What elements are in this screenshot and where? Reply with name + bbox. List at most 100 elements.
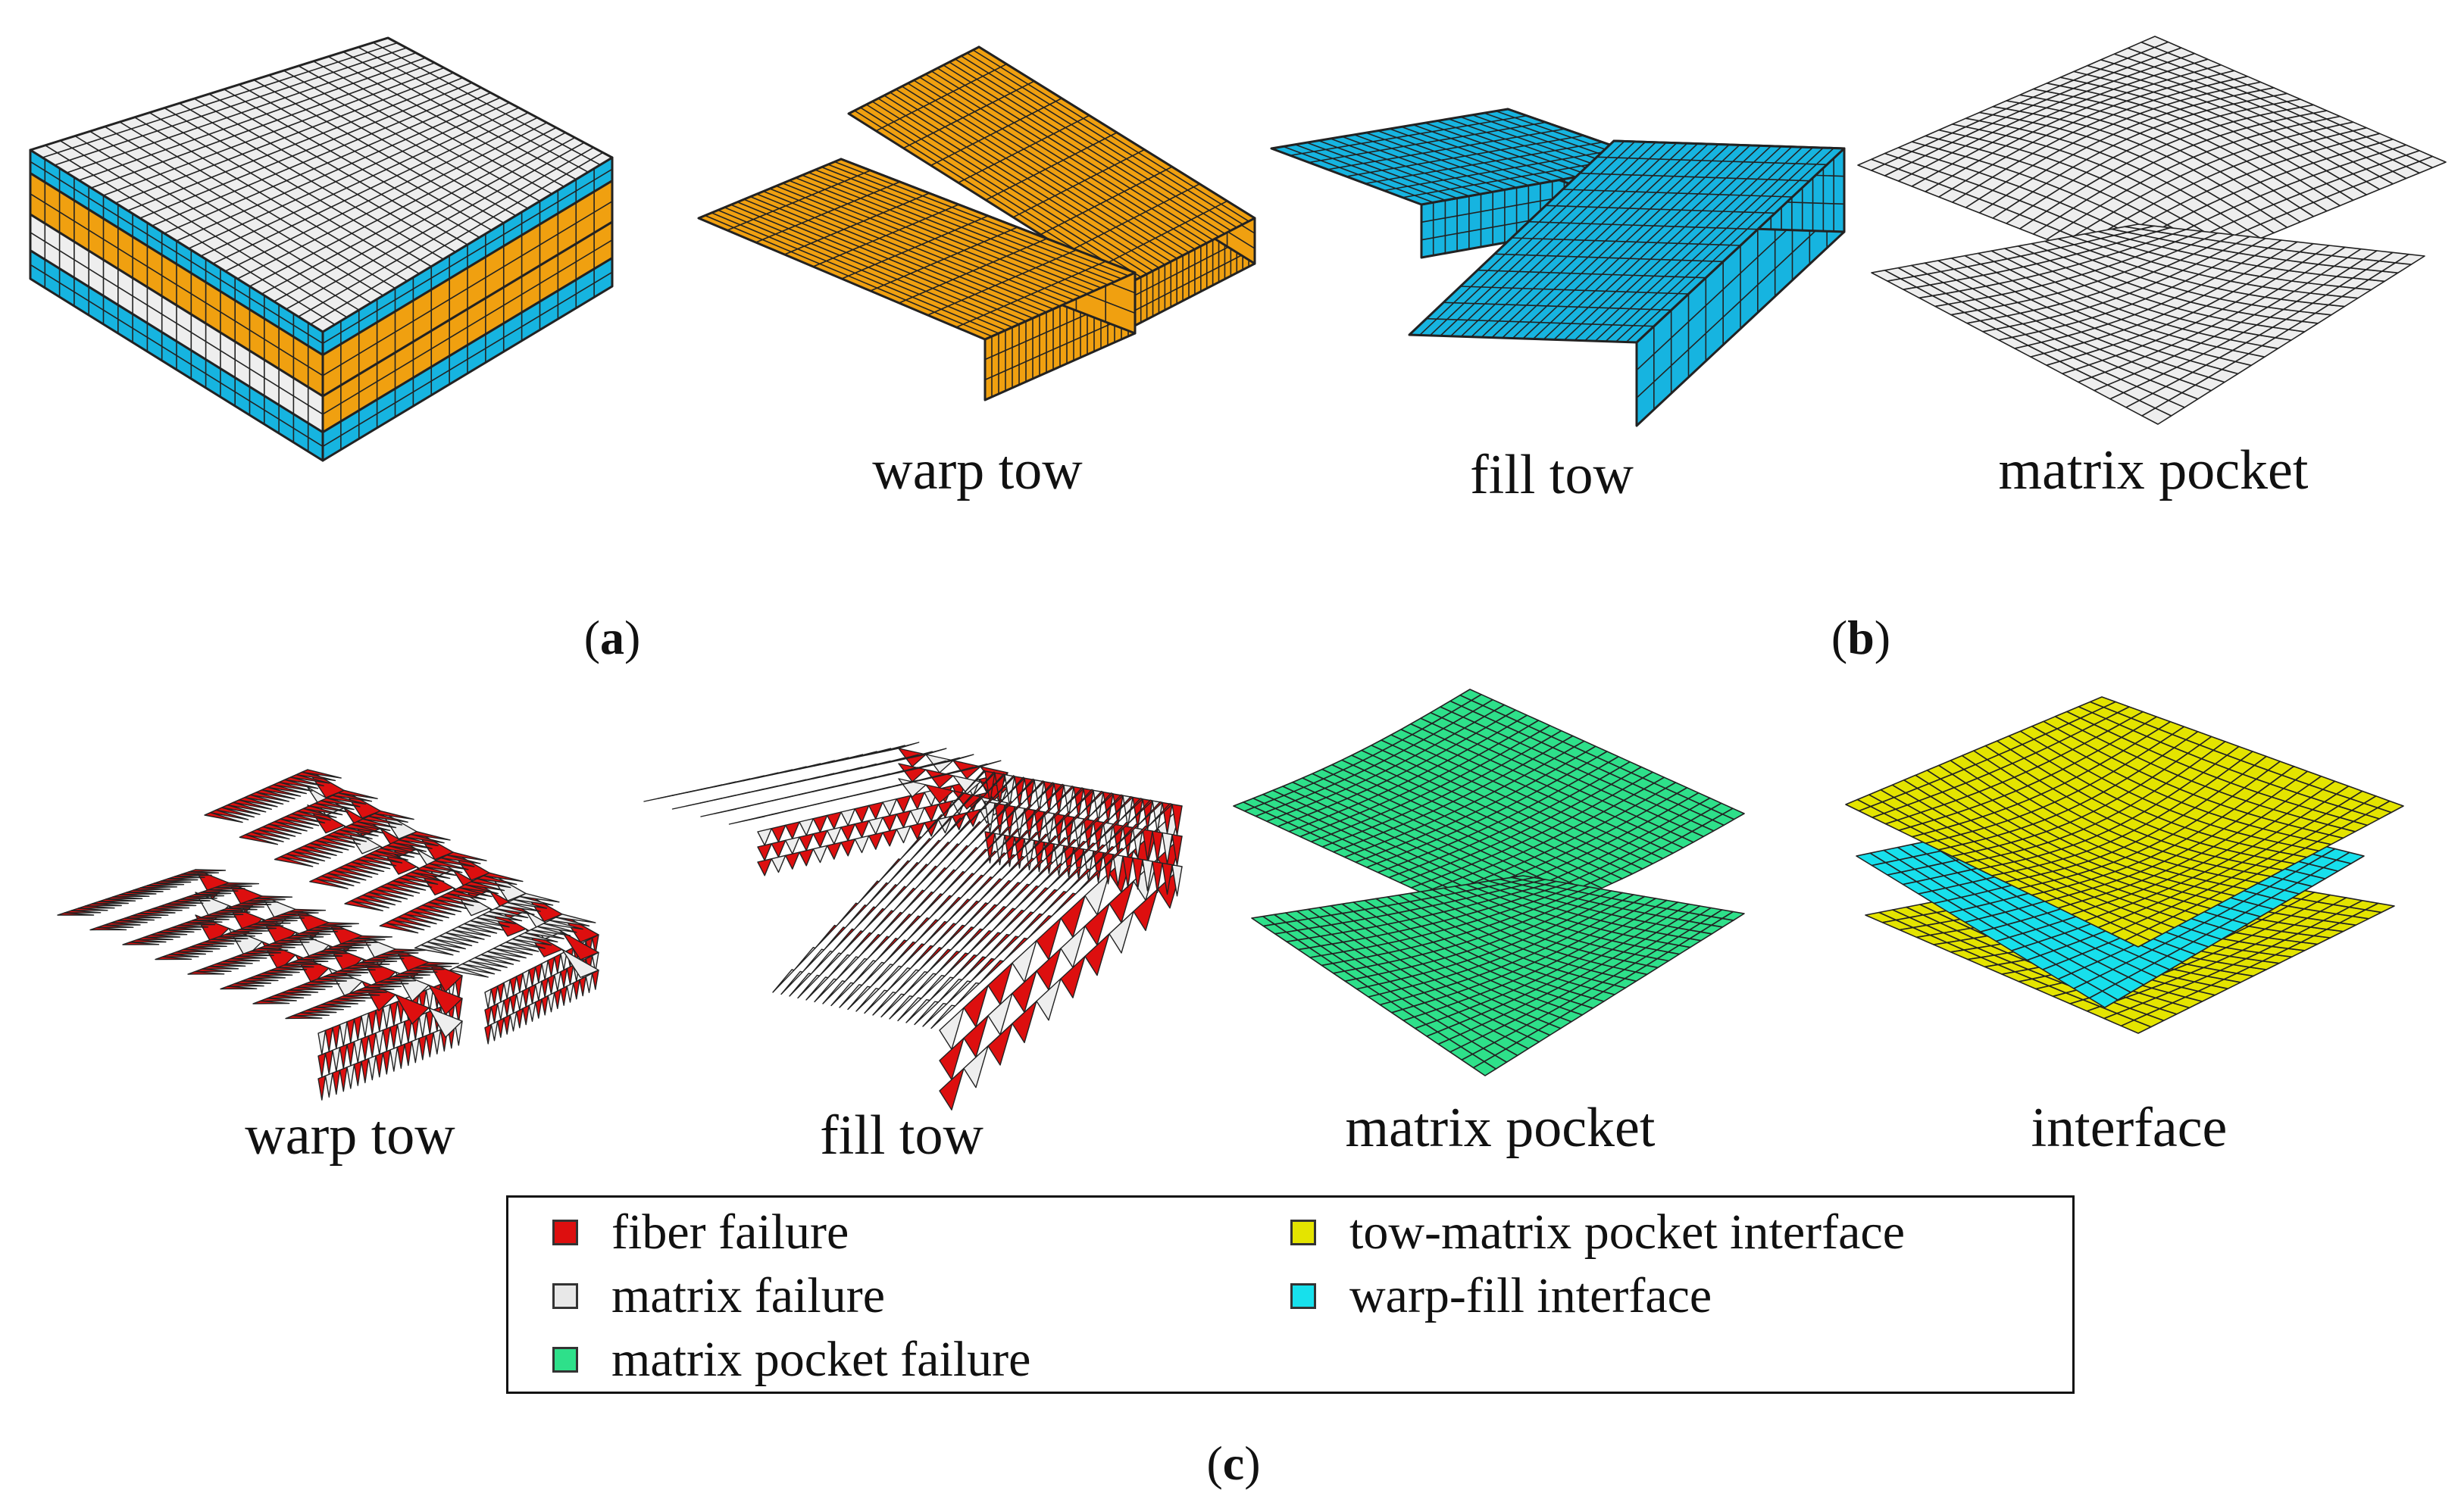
warp-tow-failure-front-marker <box>280 911 319 915</box>
warp-tow-failure-front-marker <box>338 967 376 972</box>
warp-tow-failure-back-marker <box>490 1020 499 1042</box>
fill-tow-front-top-grid <box>1615 147 1824 342</box>
fill-tow-failure-front-marker <box>950 926 975 951</box>
warp-tow-failure-back-marker <box>397 913 437 925</box>
warp-tow-failure-front-marker <box>189 943 227 948</box>
fill-tow-front-top-grid <box>1481 142 1688 338</box>
label-c-interface: interface <box>2031 1097 2228 1159</box>
fill-tow-failure-front-marker <box>888 914 912 938</box>
fill-tow-failure-front-marker <box>878 965 902 990</box>
unit-cell-top-grid <box>54 47 407 166</box>
fill-tow-failure-front-marker <box>983 852 1007 876</box>
warp-tow-failure-front-marker <box>366 957 405 961</box>
fill-tow-failure-front-marker <box>908 838 932 862</box>
warp-tow-failure-front-marker <box>335 995 373 1000</box>
warp-tow-failure-back-marker <box>267 820 308 832</box>
fill-tow-failure-front-marker <box>944 952 969 977</box>
fill-tow-failure-front-marker <box>942 792 965 817</box>
warp-tow-failure-front-marker <box>316 976 355 980</box>
warp-tow-failure-back-marker <box>528 983 536 1004</box>
fill-tow-failure-front-marker <box>1099 848 1125 873</box>
warp-tow-failure-front-marker <box>224 931 263 936</box>
fill-tow-failure-front-marker <box>1084 933 1110 976</box>
fill-tow-failure-front-marker <box>866 936 890 961</box>
tow-interface-upper <box>2377 800 2404 814</box>
fill-tow-failure-front-marker <box>1114 823 1140 848</box>
legend-swatch-red <box>552 1220 578 1245</box>
warp-tow-failure-front-marker <box>311 951 350 955</box>
fill-tow-failure-front-marker <box>978 878 1002 903</box>
warp-tow-failure-front-marker <box>396 1020 405 1047</box>
warp-tow-failure-back-marker <box>362 815 403 826</box>
fill-tow-failure-front-marker <box>844 957 868 982</box>
fill-tow-failure-front-marker <box>1027 915 1052 939</box>
legend-item-fiber-failure: fiber failure <box>552 1201 849 1264</box>
warp-tow-failure-back-marker <box>368 889 408 900</box>
panel-label-b: (b) <box>1831 611 1891 664</box>
warp-tow-failure-back-marker <box>528 966 536 987</box>
fill-tow-failure-front-marker <box>955 900 980 925</box>
warp-tow-failure-front-marker <box>399 970 438 975</box>
fill-tow-failure-front-marker <box>1038 863 1063 888</box>
fill-tow-failure-front-marker <box>864 989 888 1014</box>
fill-tow-failure-front-marker <box>1024 808 1035 841</box>
warp-tow-failure-front-marker <box>236 953 274 957</box>
warp-tow-failure-front-marker <box>181 871 219 875</box>
warp-tow-back-top-grid <box>1012 148 1145 218</box>
warp-tow-failure-back-marker <box>560 967 568 989</box>
fill-tow-failure-front-marker <box>960 874 984 899</box>
warp-tow-failure-front-marker <box>339 1067 348 1092</box>
warp-tow-failure-front-marker <box>227 905 265 909</box>
warp-tow-failure-back-marker <box>536 923 577 933</box>
fill-tow-failure-front-marker <box>924 867 947 892</box>
fill-tow-failure-front-marker <box>780 970 803 995</box>
warp-tow-failure-front-marker <box>262 970 300 974</box>
warp-tow-failure-front-marker <box>267 995 305 999</box>
warp-tow-failure-back-marker <box>440 854 481 864</box>
warp-tow-failure-front-marker <box>126 889 164 893</box>
fill-tow-failure-front-marker <box>849 932 873 957</box>
unit-cell <box>29 36 614 462</box>
unit-cell-top-grid <box>42 42 398 158</box>
fill-tow-failure-front-marker <box>1060 955 1086 998</box>
warp-tow-failure-front-marker <box>89 926 127 931</box>
warp-tow-failure-front-marker <box>164 926 202 931</box>
fill-tow-failure-back-marker <box>882 798 898 817</box>
warp-tow-failure-front-marker <box>324 1049 333 1076</box>
fill-tow-failure-front-marker <box>928 895 952 920</box>
warp-tow-failure-front-marker <box>155 956 192 961</box>
warp-tow-failure-back-marker <box>379 922 419 934</box>
warp-tow-failure-back-marker <box>204 811 243 823</box>
warp-tow-failure-back-marker <box>446 851 487 861</box>
warp-tow-failure-front-marker <box>165 901 204 905</box>
warp-tow-failure-back-marker <box>490 985 499 1006</box>
fill-tow-failure-front-marker <box>805 976 829 1001</box>
warp-tow-failure-front-marker <box>186 894 225 898</box>
fill-tow-failure-front-marker <box>1021 780 1045 804</box>
fill-tow-failure-front-marker <box>982 906 1007 930</box>
warp-tow-failure-back-marker <box>337 789 378 800</box>
warp-tow-failure-back-marker <box>503 979 511 1000</box>
warp-tow-failure-back-marker <box>503 996 511 1017</box>
warp-tow-failure-back-marker <box>484 1006 492 1027</box>
unit-cell-front-band-grid <box>30 161 324 344</box>
fill-tow-failure-front-marker <box>1052 839 1077 864</box>
warp-tow-failure-back-marker <box>351 858 391 870</box>
fill-tow-failure-front-marker <box>1109 911 1134 954</box>
warp-tow-front-top-grid <box>955 261 1106 328</box>
warp-tow-failure-back-marker <box>292 848 331 859</box>
warp-tow-failure-front-marker <box>233 902 272 907</box>
warp-tow-failure-front-marker <box>252 1000 290 1004</box>
warp-tow-failure-front-marker <box>364 984 402 989</box>
warp-tow-failure-back-marker <box>356 894 396 906</box>
warp-tow-failure-back-marker <box>497 999 505 1020</box>
fill-tow-front-top-grid <box>1543 145 1751 340</box>
fill-tow-failure-front-marker <box>1062 840 1087 865</box>
fill-tow-failure-front-marker <box>1037 809 1062 834</box>
warp-tow-failure-back-marker <box>245 831 284 842</box>
fill-tow-failure-front-marker <box>1132 857 1143 890</box>
fill-tow-failure-front-marker <box>942 870 966 895</box>
warp-tow-failure-front-marker <box>354 935 392 939</box>
fill-tow-front-top-grid <box>1491 143 1699 339</box>
label-c-matrix-pocket: matrix pocket <box>1345 1097 1656 1159</box>
